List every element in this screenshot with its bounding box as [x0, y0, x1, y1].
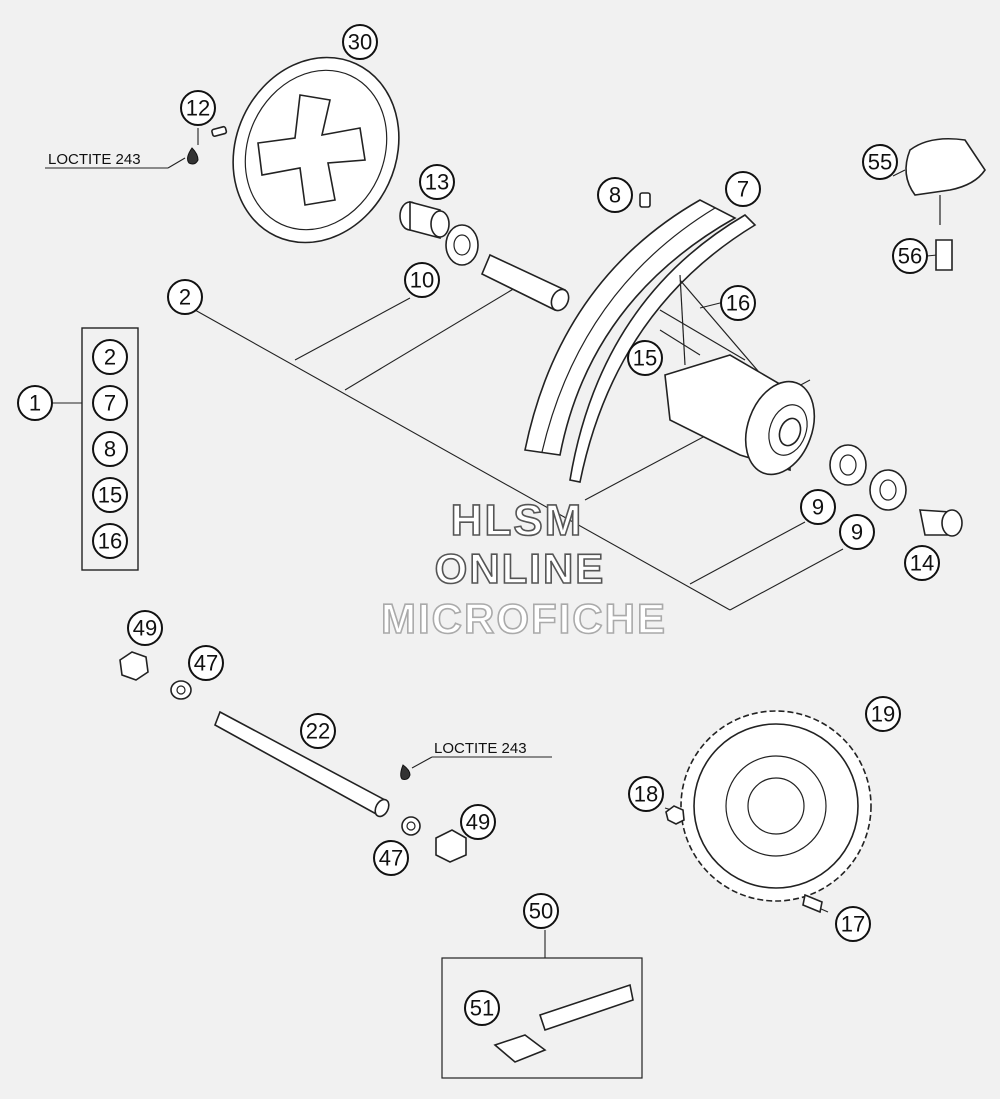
svg-text:9: 9 — [851, 520, 863, 545]
svg-text:16: 16 — [98, 529, 122, 554]
watermark-line2: ONLINE — [435, 545, 606, 592]
svg-text:8: 8 — [104, 437, 116, 462]
svg-text:16: 16 — [726, 291, 750, 316]
watermark: HLSM ONLINE MICROFICHE — [380, 495, 667, 643]
callout-7: 7 — [725, 171, 761, 207]
callout-55: 55 — [862, 144, 898, 180]
axle-nut-lower — [401, 816, 467, 863]
callout-8: 8 — [597, 177, 633, 213]
svg-text:47: 47 — [194, 651, 218, 676]
svg-text:15: 15 — [98, 483, 122, 508]
callout-9-lower: 9 — [839, 514, 875, 550]
callout-47-lower: 47 — [373, 840, 409, 876]
svg-text:47: 47 — [379, 846, 403, 871]
svg-text:15: 15 — [633, 346, 657, 371]
svg-text:13: 13 — [425, 170, 449, 195]
kit-callout-7: 7 — [92, 385, 128, 421]
watermark-line3: MICROFICHE — [381, 595, 667, 642]
svg-text:10: 10 — [410, 268, 434, 293]
loctite-label-top: LOCTITE 243 — [48, 151, 141, 168]
rear-sprocket — [665, 710, 872, 914]
callout-15: 15 — [627, 340, 663, 376]
svg-text:7: 7 — [104, 391, 116, 416]
callout-9-upper: 9 — [800, 489, 836, 525]
callout-30: 30 — [342, 24, 378, 60]
svg-text:30: 30 — [348, 30, 372, 55]
callout-12: 12 — [180, 90, 216, 126]
svg-text:49: 49 — [133, 616, 157, 641]
callout-2: 2 — [167, 279, 203, 315]
callout-50: 50 — [523, 893, 559, 929]
wheel-hub — [659, 274, 816, 476]
wheel-rim — [524, 199, 757, 483]
kit-callout-16: 16 — [92, 523, 128, 559]
callout-18: 18 — [628, 776, 664, 812]
chain-guide — [905, 137, 986, 271]
callout-22: 22 — [300, 713, 336, 749]
callout-16: 16 — [720, 285, 756, 321]
callout-19: 19 — [865, 696, 901, 732]
axle — [214, 710, 411, 818]
svg-text:17: 17 — [841, 912, 865, 937]
loctite-note-axle: LOCTITE 243 — [434, 740, 527, 757]
svg-text:12: 12 — [186, 96, 210, 121]
kit-callout-2: 2 — [92, 339, 128, 375]
chain-kit — [441, 957, 643, 1079]
callout-49-upper: 49 — [127, 610, 163, 646]
svg-text:51: 51 — [470, 996, 494, 1021]
svg-text:56: 56 — [898, 244, 922, 269]
svg-text:7: 7 — [737, 177, 749, 202]
hub-bearings — [829, 444, 963, 537]
callout-17: 17 — [835, 906, 871, 942]
callout-1: 1 — [17, 385, 53, 421]
axle-nut-upper — [119, 651, 192, 700]
hub-spacer-set — [399, 200, 570, 312]
kit-callout-8: 8 — [92, 431, 128, 467]
svg-text:9: 9 — [812, 495, 824, 520]
callout-13: 13 — [419, 164, 455, 200]
callout-56: 56 — [892, 238, 928, 274]
brake-disc — [232, 56, 400, 244]
callout-14: 14 — [904, 545, 940, 581]
spoke-nipple — [639, 192, 651, 208]
svg-text:18: 18 — [634, 782, 658, 807]
svg-text:2: 2 — [179, 285, 191, 310]
svg-text:1: 1 — [29, 391, 41, 416]
leader-lines — [45, 128, 938, 958]
disc-screw — [187, 125, 228, 165]
watermark-line1: HLSM — [451, 496, 584, 545]
callout-49-lower: 49 — [460, 804, 496, 840]
loctite-label-axle: LOCTITE 243 — [434, 740, 527, 757]
svg-text:19: 19 — [871, 702, 895, 727]
kit-callout-15: 15 — [92, 477, 128, 513]
callout-10: 10 — [404, 262, 440, 298]
svg-text:49: 49 — [466, 810, 490, 835]
svg-text:55: 55 — [868, 150, 892, 175]
repair-kit-box — [81, 327, 139, 571]
svg-text:22: 22 — [306, 719, 330, 744]
callout-51: 51 — [464, 990, 500, 1026]
loctite-note-top: LOCTITE 243 — [48, 151, 141, 168]
svg-text:2: 2 — [104, 345, 116, 370]
svg-text:14: 14 — [910, 551, 934, 576]
svg-text:50: 50 — [529, 899, 553, 924]
callout-47-upper: 47 — [188, 645, 224, 681]
svg-text:8: 8 — [609, 183, 621, 208]
